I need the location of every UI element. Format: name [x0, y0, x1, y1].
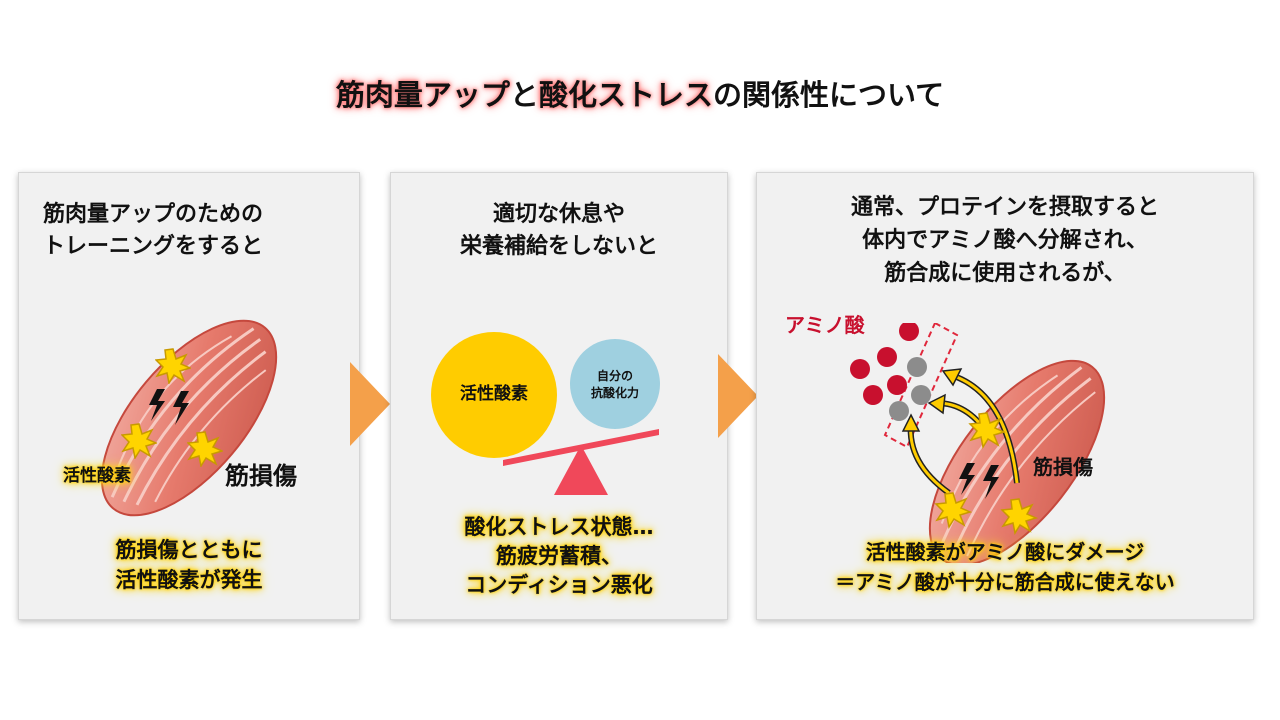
burst-icon: [155, 348, 191, 384]
amino-acid-red: [887, 375, 907, 395]
panel3-heading-line1: 通常、プロテインを摂取すると: [850, 195, 1159, 220]
antioxidant-label: 自分の 抗酸化力: [570, 368, 660, 402]
lightning-icon: [149, 389, 189, 425]
label-ros: 活性酸素: [63, 466, 131, 486]
panel3-heading-line2: 体内でアミノ酸へ分解され、: [862, 228, 1148, 253]
amino-highlight-box: [883, 323, 959, 449]
title-part-muscle: 筋肉量アップ: [335, 78, 510, 112]
panel3-caption: 活性酸素がアミノ酸にダメージ ＝アミノ酸が十分に筋合成に使えない: [757, 537, 1253, 597]
amino-acid-red: [877, 347, 897, 367]
panel1-caption-line1: 筋損傷とともに: [115, 538, 263, 562]
panel-training: 筋肉量アップのための トレーニングをすると 活性酸素 筋損傷 筋損傷とともに 活…: [18, 172, 360, 620]
panel1-heading: 筋肉量アップのための トレーニングをすると: [43, 199, 359, 263]
antioxidant-label-line1: 自分の: [596, 369, 633, 383]
panel-no-rest: 適切な休息や 栄養補給をしないと 活性酸素 自分の 抗酸化力 酸化ストレス状態……: [390, 172, 728, 620]
panel2-caption-line1: 酸化ストレス状態…: [464, 515, 654, 539]
panel3-injury-label: 筋損傷: [1033, 455, 1093, 479]
title-part-relation: の関係性について: [712, 78, 945, 112]
panel2-caption-line3: コンディション悪化: [465, 573, 653, 597]
seesaw-fulcrum: [554, 445, 608, 495]
panel1-heading-line2: トレーニングをすると: [43, 234, 264, 259]
burst-icon: [121, 423, 157, 459]
ros-circle-label: 活性酸素: [460, 384, 528, 404]
arrow-right-icon: [350, 362, 390, 446]
page-title: 筋肉量アップと酸化ストレスの関係性について: [0, 72, 1280, 114]
amino-acid-gray: [889, 401, 909, 421]
panel-amino: 通常、プロテインを摂取すると 体内でアミノ酸へ分解され、 筋合成に使用されるが、…: [756, 172, 1254, 620]
panel3-heading-line3: 筋合成に使用されるが、: [884, 261, 1126, 286]
ros-circle: [431, 332, 557, 458]
panel3-caption-line2: ＝アミノ酸が十分に筋合成に使えない: [835, 570, 1175, 594]
amino-damage-illustration: [850, 323, 1106, 563]
panel1-caption-line2: 活性酸素が発生: [115, 568, 263, 592]
amino-acid-red: [899, 323, 919, 341]
title-part-oxidative: 酸化ストレス: [538, 78, 713, 112]
antioxidant-label-line2: 抗酸化力: [590, 386, 639, 400]
panel2-caption: 酸化ストレス状態… 筋疲労蓄積、 コンディション悪化: [391, 513, 727, 600]
burst-icon: [187, 431, 223, 467]
amino-acid-red: [850, 359, 870, 379]
amino-acid-gray: [907, 357, 927, 377]
amino-acid-red: [863, 385, 883, 405]
panel3-caption-line1: 活性酸素がアミノ酸にダメージ: [865, 540, 1145, 564]
panel2-heading: 適切な休息や 栄養補給をしないと: [391, 199, 727, 263]
panel2-heading-line2: 栄養補給をしないと: [459, 234, 658, 259]
panel2-heading-line1: 適切な休息や: [492, 202, 625, 227]
amino-acid-gray: [911, 385, 931, 405]
panel3-heading: 通常、プロテインを摂取すると 体内でアミノ酸へ分解され、 筋合成に使用されるが、: [757, 191, 1253, 290]
panel1-caption: 筋損傷とともに 活性酸素が発生: [19, 535, 359, 595]
muscle-illustration: [100, 319, 278, 517]
balance-diagram: [431, 332, 660, 495]
amino-acid-label: アミノ酸: [785, 313, 865, 337]
panel1-heading-line1: 筋肉量アップのための: [43, 202, 264, 227]
arrow-right-icon: [718, 354, 758, 438]
title-part-and: と: [509, 78, 539, 112]
antioxidant-circle: [570, 339, 660, 429]
panel2-caption-line2: 筋疲労蓄積、: [496, 544, 622, 568]
label-muscle-injury: 筋損傷: [225, 462, 297, 490]
